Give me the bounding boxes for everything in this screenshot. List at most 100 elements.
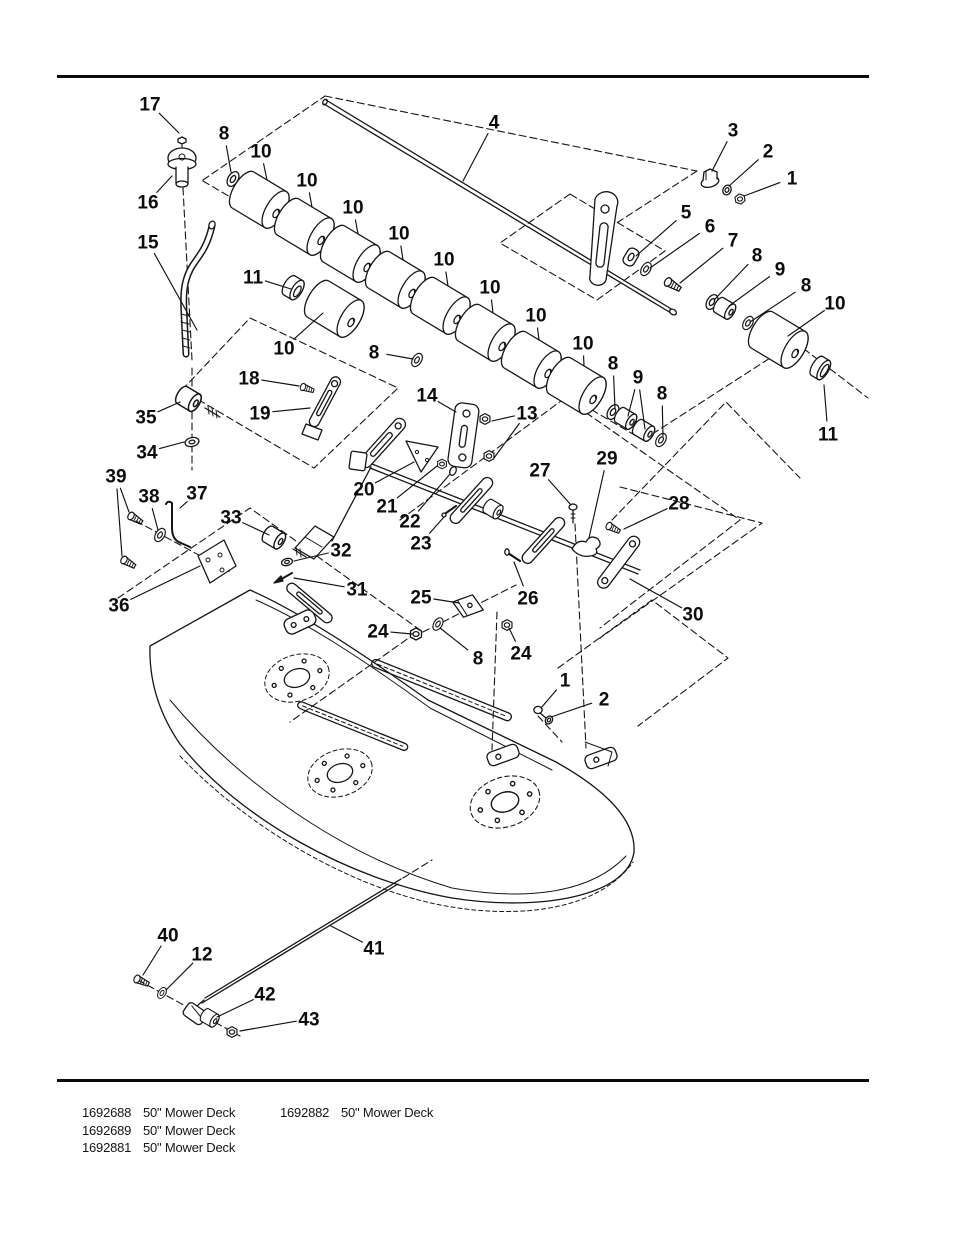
callout-leader-19 <box>272 407 311 413</box>
callout-label-8: 8 <box>752 246 763 267</box>
callout-label-10: 10 <box>824 294 845 315</box>
callout-leader-17 <box>158 112 180 134</box>
callout-label-17: 17 <box>139 95 160 116</box>
callout-label-10: 10 <box>479 278 500 299</box>
lever-15 <box>180 220 216 358</box>
callout-leader-21 <box>396 465 438 499</box>
callout-label-8: 8 <box>657 384 668 405</box>
callout-leader-11 <box>823 384 828 422</box>
callout-leader-8 <box>386 353 414 360</box>
callout-leader-10 <box>445 271 449 287</box>
callout-label-11: 11 <box>818 425 839 446</box>
callout-leader-1 <box>743 182 781 197</box>
callout-leader-40 <box>142 945 162 976</box>
bail-rod-41 <box>132 878 402 1038</box>
callout-leader-16 <box>156 175 173 193</box>
knob-16 <box>167 136 197 188</box>
callout-leader-37 <box>179 501 188 509</box>
callout-label-34: 34 <box>136 443 158 464</box>
callout-leader-22 <box>417 473 451 512</box>
callout-label-14: 14 <box>416 386 438 407</box>
callout-label-5: 5 <box>681 203 692 224</box>
callout-leader-25 <box>433 598 460 604</box>
callout-label-28: 28 <box>668 494 689 515</box>
callout-label-24: 24 <box>367 622 389 643</box>
callout-label-39: 39 <box>105 467 126 488</box>
callout-label-8: 8 <box>369 343 380 364</box>
callout-leader-13 <box>493 422 520 459</box>
callout-label-13: 13 <box>516 404 537 425</box>
callout-label-8: 8 <box>473 649 484 670</box>
fastener-set-5-6-7 <box>622 247 684 294</box>
callout-leader-32 <box>293 552 329 562</box>
callout-leader-6 <box>649 232 700 269</box>
callout-label-23: 23 <box>410 534 431 555</box>
callout-leader-24 <box>508 627 516 642</box>
callout-label-1: 1 <box>560 671 571 692</box>
callout-leader-18 <box>261 379 300 387</box>
callout-leader-10 <box>293 312 324 340</box>
callout-leader-20 <box>374 461 415 484</box>
callout-leader-31 <box>293 577 345 588</box>
hanger-strap <box>589 191 619 286</box>
callout-leader-27 <box>548 479 572 506</box>
callout-label-1: 1 <box>787 169 798 190</box>
callout-leader-43 <box>239 1020 297 1032</box>
callout-label-31: 31 <box>346 580 368 601</box>
callout-leader-12 <box>165 962 194 991</box>
callout-leader-10 <box>490 299 494 314</box>
callout-leader-28 <box>623 508 668 530</box>
part-name: 50" Mower Deck <box>143 1105 236 1120</box>
callout-label-8: 8 <box>608 354 619 375</box>
callout-leader-42 <box>216 999 254 1018</box>
callout-leader-10 <box>536 327 540 341</box>
callout-label-18: 18 <box>238 369 259 390</box>
callout-leader-35 <box>157 401 181 413</box>
callout-label-35: 35 <box>135 408 157 429</box>
callout-label-20: 20 <box>353 480 374 501</box>
callout-label-6: 6 <box>705 217 716 238</box>
callout-leader-9 <box>627 389 636 417</box>
callout-leader-8 <box>439 627 469 651</box>
callout-label-10: 10 <box>525 306 546 327</box>
callout-leader-26 <box>513 561 524 587</box>
part-number: 1692881 <box>82 1140 132 1155</box>
callout-leader-9 <box>728 276 771 307</box>
callout-label-26: 26 <box>517 589 538 610</box>
part-name: 50" Mower Deck <box>143 1122 236 1138</box>
callout-leader-30 <box>629 578 683 609</box>
bracket-19 <box>298 376 342 441</box>
callout-leader-15 <box>153 252 198 331</box>
callout-label-10: 10 <box>572 334 593 355</box>
callout-label-10: 10 <box>296 171 317 192</box>
trunnion-35 <box>172 383 221 448</box>
callout-leader-29 <box>588 470 605 539</box>
roller-right-group <box>702 291 832 381</box>
callout-label-36: 36 <box>108 596 129 617</box>
callout-leader-8 <box>613 375 616 409</box>
callout-leader-8 <box>713 263 749 301</box>
callout-leader-39 <box>119 487 130 513</box>
roller-detached <box>281 274 426 370</box>
axle-assembly <box>294 463 641 589</box>
callout-label-38: 38 <box>138 487 159 508</box>
callout-label-41: 41 <box>363 939 385 960</box>
top-rule <box>57 75 869 78</box>
callout-label-43: 43 <box>298 1010 319 1031</box>
left-fastener-cluster <box>118 500 307 584</box>
callout-leader-34 <box>158 441 185 450</box>
callout-label-19: 19 <box>249 404 270 425</box>
callout-label-2: 2 <box>599 690 610 711</box>
callout-leader-39 <box>116 488 123 557</box>
callout-leader-10 <box>354 219 359 235</box>
callout-leader-23 <box>429 516 445 534</box>
part-name: 50" Mower Deck <box>341 1105 434 1120</box>
callout-label-9: 9 <box>633 368 644 389</box>
callout-leader-8 <box>661 405 664 437</box>
callout-label-30: 30 <box>682 605 703 626</box>
callout-label-7: 7 <box>728 231 739 252</box>
callout-label-8: 8 <box>219 124 230 145</box>
